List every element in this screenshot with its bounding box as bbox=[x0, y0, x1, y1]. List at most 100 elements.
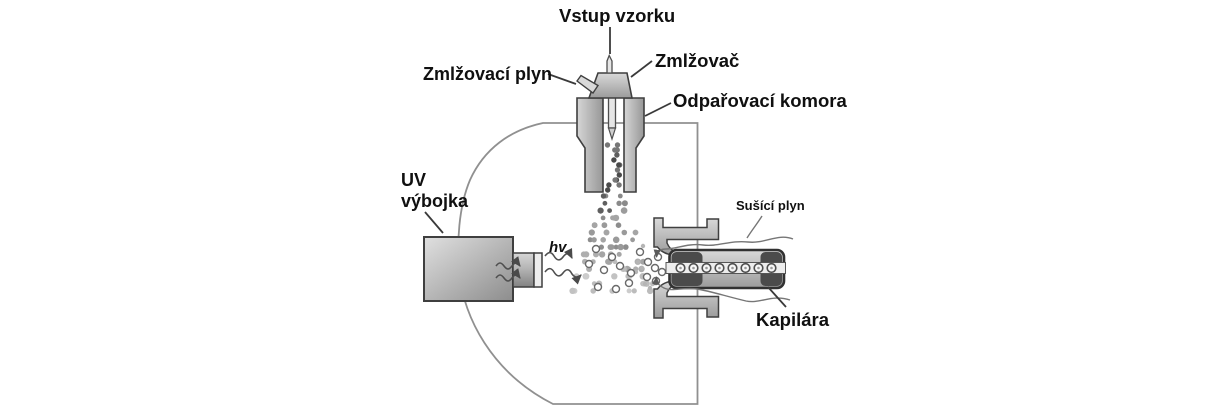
drying-gas-flow bbox=[652, 215, 794, 303]
uv-lamp-window bbox=[533, 252, 543, 288]
label-uv-lamp-line1: UV bbox=[401, 170, 426, 190]
spray-droplet bbox=[598, 251, 606, 258]
ion-ring bbox=[650, 263, 660, 273]
spray-droplet bbox=[580, 251, 587, 258]
spray-droplet bbox=[611, 273, 618, 280]
ion-ring bbox=[635, 247, 645, 257]
spray-droplet bbox=[590, 288, 596, 294]
capillary-ion-core bbox=[770, 266, 773, 270]
ion-ring bbox=[657, 267, 667, 277]
spray-droplet bbox=[591, 237, 597, 243]
capillary-ion-core bbox=[692, 266, 695, 270]
ion-ring bbox=[615, 261, 625, 271]
spray-droplet bbox=[600, 193, 607, 199]
spray-droplet bbox=[631, 288, 637, 294]
label-sample-inlet: Vstup vzorku bbox=[559, 5, 675, 26]
spray-droplet bbox=[610, 215, 616, 221]
ion-ring bbox=[584, 259, 594, 269]
spray-droplet bbox=[607, 208, 612, 214]
spray-droplet bbox=[626, 288, 632, 294]
drying-gas-flow-bottom bbox=[652, 276, 791, 303]
spray-droplet bbox=[616, 251, 622, 257]
spray-droplet bbox=[612, 236, 620, 244]
spray-droplet bbox=[617, 243, 624, 251]
spray-droplet bbox=[597, 207, 604, 214]
vaporizer-right-block bbox=[623, 97, 645, 193]
capillary-bore bbox=[665, 262, 786, 274]
labels: Vstup vzorku Zmlžovací plyn Zmlžovač Odp… bbox=[401, 5, 847, 330]
ion-ring bbox=[591, 244, 601, 254]
spray-droplet bbox=[639, 265, 645, 271]
leader-uv-lamp bbox=[424, 211, 444, 234]
spray-droplet bbox=[621, 200, 628, 207]
drying-gas-leader bbox=[746, 215, 763, 239]
leader-nebulizer bbox=[630, 60, 653, 78]
ion-ring bbox=[611, 284, 621, 294]
spray-droplet bbox=[592, 222, 598, 228]
spray-droplet bbox=[569, 287, 576, 294]
label-capillary: Kapilára bbox=[756, 309, 830, 330]
spray-droplet bbox=[600, 215, 606, 221]
nebulizer bbox=[576, 53, 633, 141]
spray-droplet bbox=[613, 244, 619, 250]
capillary-ion-core bbox=[744, 266, 747, 270]
capillary-ion-core bbox=[731, 266, 734, 270]
spray-droplet bbox=[630, 237, 635, 243]
photon-wave-icon bbox=[544, 247, 573, 261]
spray-droplet bbox=[617, 193, 623, 199]
leader-capillary bbox=[767, 286, 787, 308]
leader-lines bbox=[424, 27, 787, 308]
spray-droplet bbox=[614, 152, 620, 158]
ion-ring bbox=[599, 265, 609, 275]
spray-droplet bbox=[616, 172, 622, 178]
uv-lamp-snout bbox=[512, 252, 535, 288]
spray-droplet bbox=[614, 167, 621, 173]
label-nebulizer: Zmlžovač bbox=[655, 50, 739, 71]
spray-droplet bbox=[612, 147, 618, 153]
label-drying-gas: Sušící plyn bbox=[736, 198, 805, 213]
spray-droplet bbox=[587, 237, 593, 243]
spray-droplet bbox=[621, 229, 628, 236]
photon-wave-icon bbox=[544, 267, 582, 285]
capillary-ion-core bbox=[705, 266, 708, 270]
spray-droplet bbox=[600, 237, 606, 243]
spray-droplet bbox=[607, 244, 614, 251]
spray-droplet-cloud bbox=[569, 142, 656, 295]
ion-ring bbox=[624, 278, 634, 288]
spray-droplet bbox=[603, 229, 610, 236]
drying-gas-flow-top bbox=[653, 236, 794, 258]
photon-wave-icon bbox=[495, 256, 521, 270]
ion-ring bbox=[643, 257, 653, 267]
ion-rings bbox=[584, 244, 667, 294]
spray-droplet bbox=[606, 182, 612, 188]
spray-droplet bbox=[616, 182, 622, 188]
spray-droplet bbox=[589, 229, 595, 236]
capillary bbox=[665, 248, 786, 290]
label-photon-energy: hv bbox=[549, 239, 568, 256]
spray-droplet bbox=[620, 207, 628, 214]
spray-droplet bbox=[647, 285, 653, 291]
label-uv-lamp-line2: výbojka bbox=[401, 191, 469, 211]
ion-ring bbox=[593, 282, 603, 292]
spray-droplet bbox=[604, 142, 611, 148]
leader-nebulizing-gas bbox=[547, 73, 577, 85]
capillary-ion-core bbox=[718, 266, 721, 270]
spray-droplet bbox=[640, 243, 646, 249]
spray-droplet bbox=[616, 162, 622, 168]
spray-droplet bbox=[623, 244, 629, 250]
photon-wave-icon bbox=[495, 268, 521, 282]
spray-droplet bbox=[614, 142, 621, 148]
ion-ring bbox=[653, 252, 663, 262]
spray-droplet bbox=[642, 281, 648, 287]
sample-needle-upper bbox=[606, 53, 613, 74]
uv-lamp-body bbox=[423, 236, 514, 302]
spray-droplet bbox=[635, 259, 641, 265]
spray-droplet bbox=[602, 200, 608, 206]
spray-droplet bbox=[632, 229, 639, 236]
nebulizing-gas-inlet bbox=[576, 74, 599, 95]
uv-lamp bbox=[423, 236, 582, 302]
spray-droplet bbox=[601, 222, 608, 229]
spray-droplet bbox=[611, 157, 617, 163]
capillary-ion-core bbox=[679, 266, 682, 270]
spray-droplet bbox=[583, 273, 590, 280]
